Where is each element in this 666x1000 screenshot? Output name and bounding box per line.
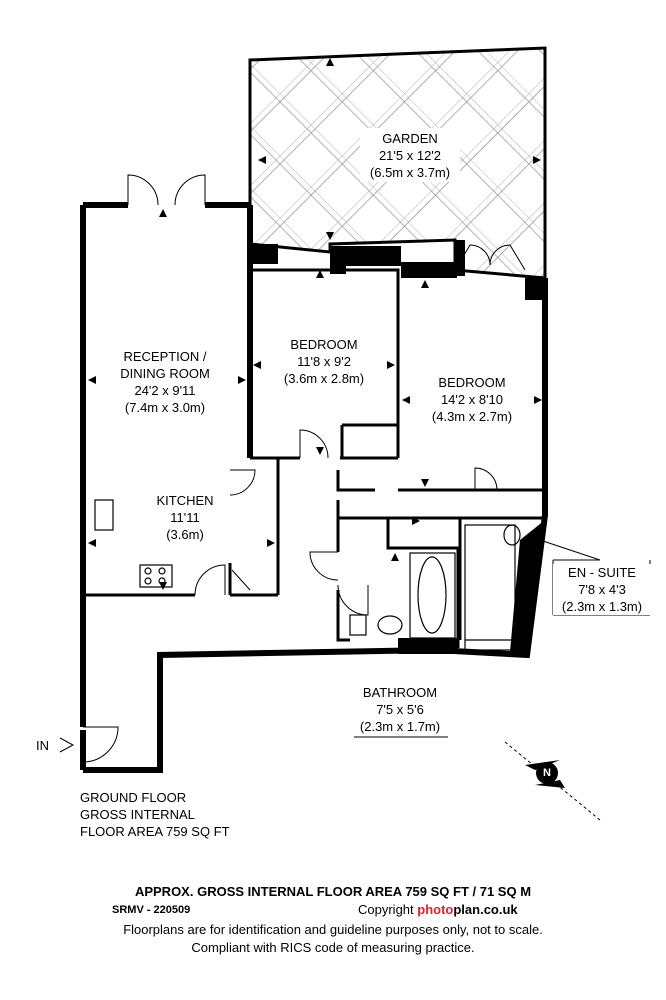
entrance-label: IN — [36, 738, 49, 753]
ensuite-label: EN - SUITE 7'8 x 4'3 (2.3m x 1.3m) — [553, 564, 651, 615]
bathroom-label: BATHROOM 7'5 x 5'6 (2.3m x 1.7m) — [359, 685, 441, 734]
reference-code: SRMV - 220509 — [112, 904, 191, 916]
area-summary: APPROX. GROSS INTERNAL FLOOR AREA 759 SQ… — [134, 884, 532, 899]
wall-blocks — [250, 240, 545, 654]
copyright-line: Copyright photoplan.co.uk — [358, 902, 518, 917]
reception-label: RECEPTION / DINING ROOM 24'2 x 9'11 (7.4… — [120, 349, 210, 415]
bedroom-1-label: BEDROOM 11'8 x 9'2 (3.6m x 2.8m) — [283, 337, 365, 386]
compass-icon — [504, 741, 601, 821]
garden-label: GARDEN 21'5 x 12'2 (6.5m x 3.7m) — [369, 131, 451, 180]
disclaimer-2: Compliant with RICS code of measuring pr… — [191, 940, 475, 955]
bedroom-2-label: BEDROOM 14'2 x 8'10 (4.3m x 2.7m) — [431, 375, 513, 424]
inner-walls — [81, 268, 545, 648]
door-swings — [82, 174, 526, 763]
entrance-arrow — [59, 737, 75, 753]
bathroom-fixtures — [94, 499, 521, 651]
floor-info: GROUND FLOOR GROSS INTERNAL FLOOR AREA 7… — [80, 790, 230, 839]
outer-walls — [80, 202, 548, 773]
kitchen-label: KITCHEN 11'11 (3.6m) — [156, 493, 214, 542]
compass-letter: N — [543, 767, 551, 779]
brand-logo: photoplan.co.uk — [417, 902, 518, 917]
dimension-arrows — [88, 58, 542, 590]
disclaimer-1: Floorplans are for identification and gu… — [123, 922, 543, 937]
